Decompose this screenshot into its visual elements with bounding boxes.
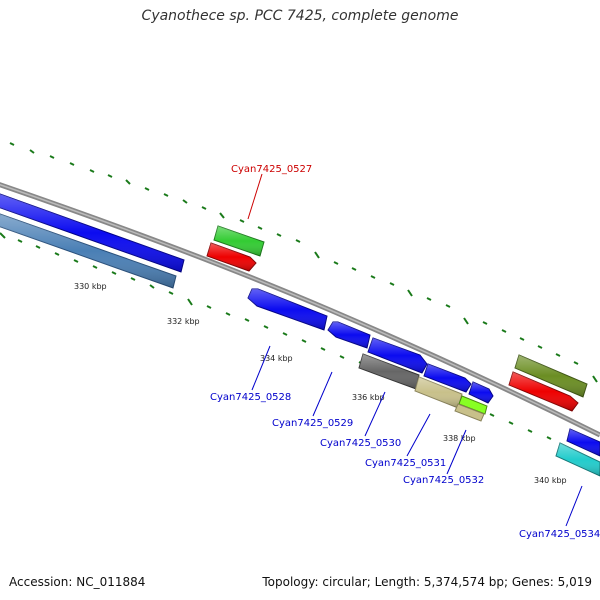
- gene-feature-right-blue[interactable]: [566, 428, 600, 457]
- gene-feature-olive[interactable]: [514, 354, 588, 398]
- scale-label-340: 340 kbp: [534, 476, 567, 485]
- gene-feature-0527-red[interactable]: [206, 242, 257, 272]
- gene-label-0530[interactable]: Cyan7425_0530: [320, 438, 401, 449]
- gene-feature-0532-khaki[interactable]: [454, 403, 485, 422]
- gene-label-0531[interactable]: Cyan7425_0531: [365, 458, 446, 469]
- label-leader-lines: [247, 173, 583, 527]
- gene-feature-0534[interactable]: [555, 442, 600, 477]
- gene-feature-0529[interactable]: [327, 321, 371, 349]
- gene-feature-0530-blue[interactable]: [367, 337, 428, 374]
- gene-feature-left-steelblue[interactable]: [0, 213, 177, 289]
- topology-summary-text: Topology: circular; Length: 5,374,574 bp…: [262, 575, 592, 589]
- gene-feature-red-right[interactable]: [508, 371, 579, 412]
- scale-label-330: 330 kbp: [74, 282, 107, 291]
- gene-label-0529[interactable]: Cyan7425_0529: [272, 418, 353, 429]
- outer-tick-ring: [9, 142, 598, 383]
- gene-feature-0531-blue[interactable]: [423, 363, 472, 393]
- gene-feature-0528[interactable]: [247, 288, 328, 331]
- gene-feature-green[interactable]: [213, 225, 265, 257]
- gene-feature-0532-blue[interactable]: [468, 381, 494, 404]
- gene-feature-0532-green[interactable]: [458, 395, 488, 415]
- gene-label-0534[interactable]: Cyan7425_0534: [519, 529, 600, 540]
- scale-label-334: 334 kbp: [260, 354, 293, 363]
- map-title: Cyanothece sp. PCC 7425, complete genome: [141, 8, 459, 24]
- scale-label-332: 332 kbp: [167, 317, 200, 326]
- accession-text: Accession: NC_011884: [9, 575, 146, 589]
- scale-label-338: 338 kbp: [443, 434, 476, 443]
- gene-feature-left-blue[interactable]: [0, 193, 185, 273]
- gene-label-0528[interactable]: Cyan7425_0528: [210, 392, 291, 403]
- gene-label-0532[interactable]: Cyan7425_0532: [403, 475, 484, 486]
- gene-label-0527[interactable]: Cyan7425_0527: [231, 164, 312, 175]
- scale-label-336: 336 kbp: [352, 393, 385, 402]
